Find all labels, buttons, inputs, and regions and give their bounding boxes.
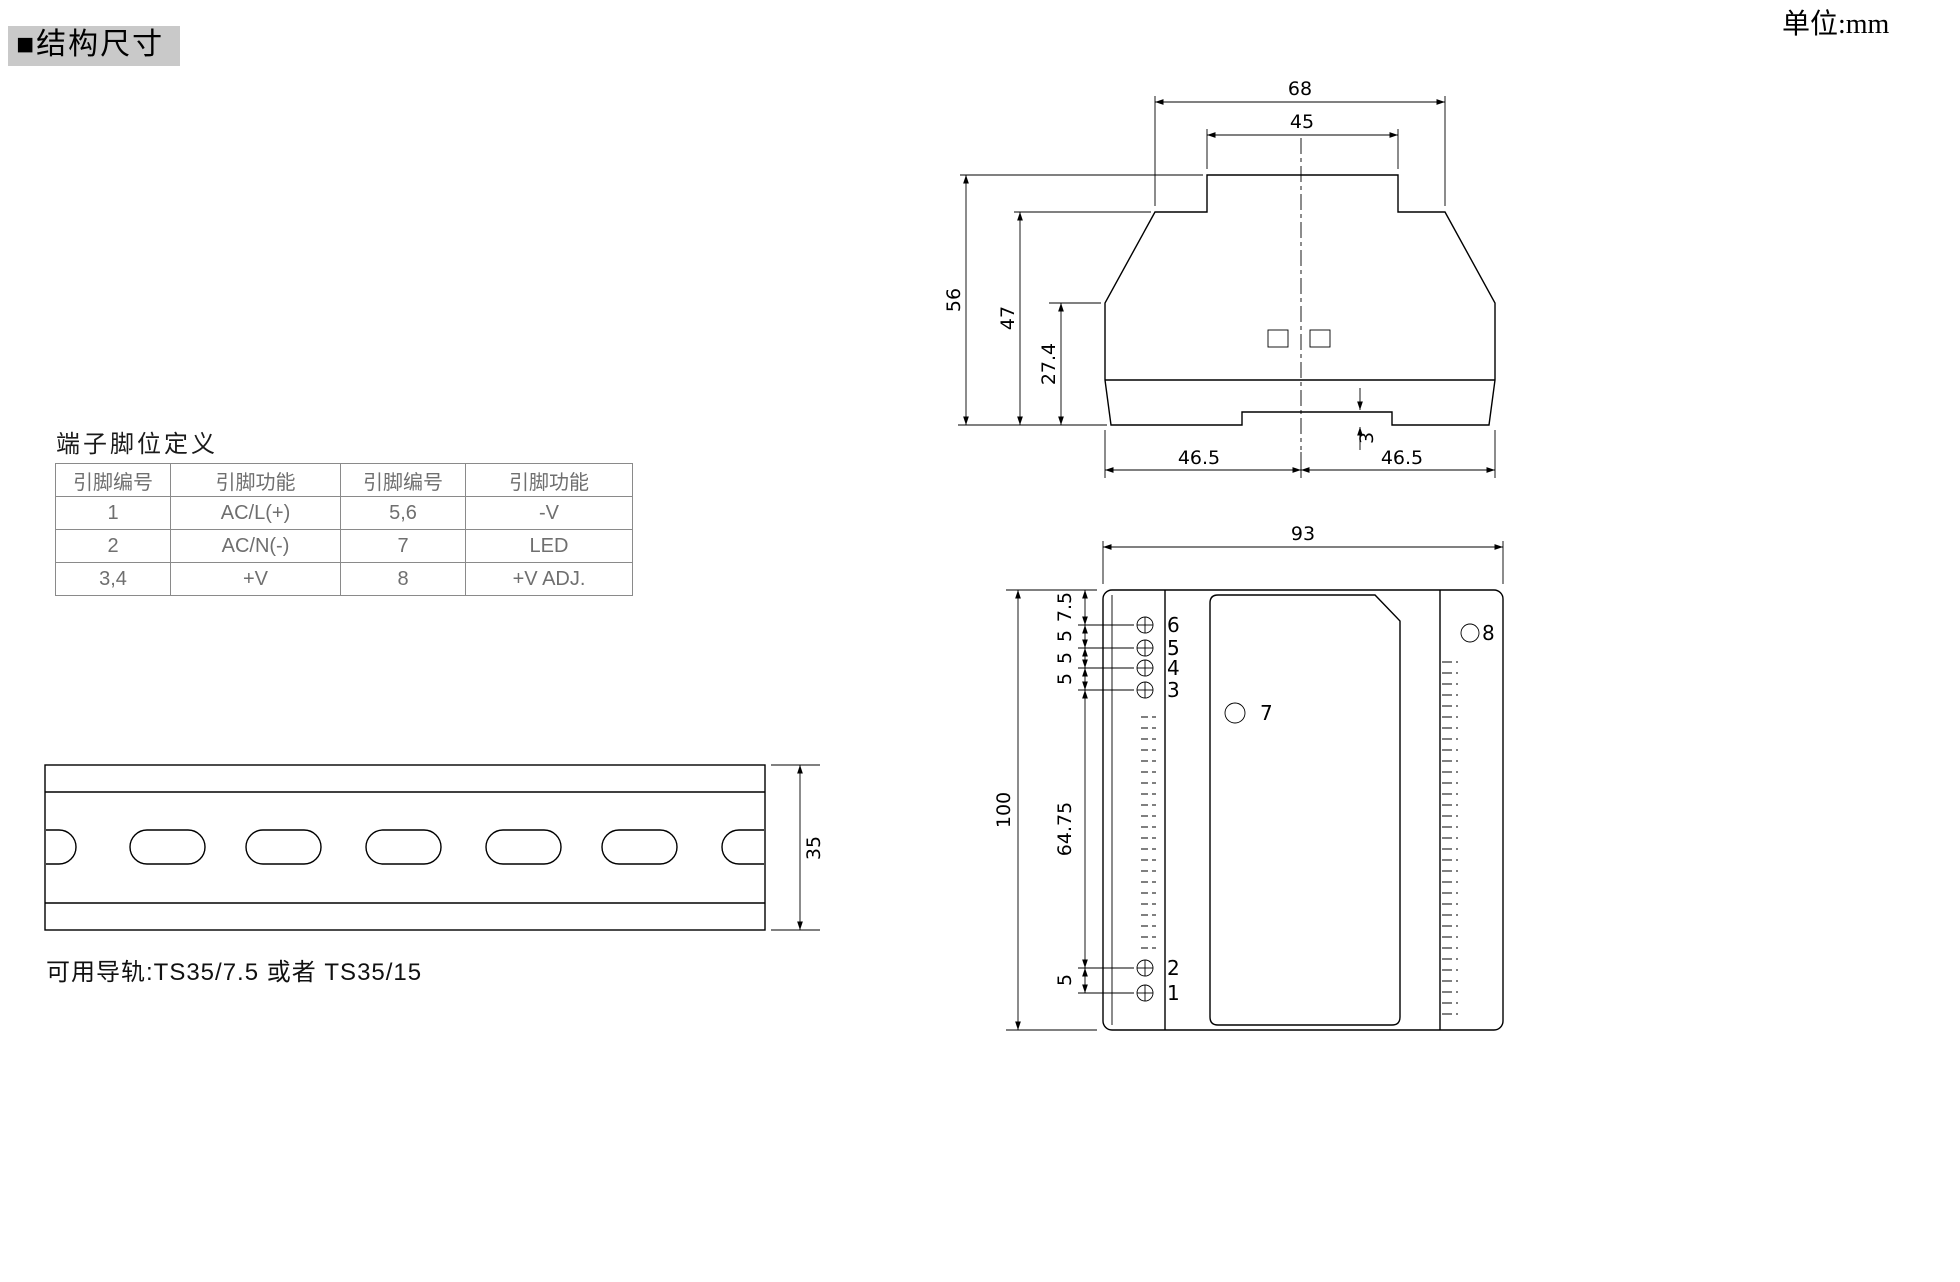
dim-46-5-left-label: 46.5	[1178, 447, 1220, 469]
pin-cell: AC/N(-)	[170, 529, 341, 563]
pin-header-cell: 引脚功能	[465, 463, 633, 497]
side-view-drawing: 68 45 56 47 27.4 46.5 46.5 3	[943, 78, 1496, 478]
terminal-screw-4	[1136, 659, 1154, 677]
terminal-screw-1	[1136, 984, 1154, 1002]
pin-cell: 5,6	[340, 496, 466, 530]
dim-47-label: 47	[997, 306, 1019, 330]
terminal-screws	[1136, 616, 1480, 1002]
vent-square-left	[1267, 329, 1289, 348]
pin-cell: 3,4	[55, 562, 171, 596]
table-row: 2 AC/N(-) 7 LED	[55, 529, 633, 563]
pin-header-cell: 引脚功能	[170, 463, 341, 497]
front-view-labels: 93 100 7.5 5 5 5 64.75 5	[993, 523, 1315, 986]
pin-header-cell: 引脚编号	[55, 463, 171, 497]
pin-cell: -V	[465, 496, 633, 530]
dim-93-label: 93	[1291, 523, 1315, 545]
pin-cell: AC/L(+)	[170, 496, 341, 530]
table-row: 1 AC/L(+) 5,6 -V	[55, 496, 633, 530]
side-view-outline	[1104, 138, 1496, 450]
vent-slots-right	[1442, 653, 1458, 1019]
dim-45-label: 45	[1290, 111, 1314, 133]
dim-3-label: 3	[1356, 432, 1378, 444]
front-view-drawing: 93 100 7.5 5 5 5 64.75 5 6 5 4 3 7 8 2 1	[993, 523, 1504, 1031]
pin-cell: +V	[170, 562, 341, 596]
dim-46-5-right-label: 46.5	[1381, 447, 1423, 469]
dim-64-75-label: 64.75	[1054, 802, 1076, 856]
pin-cell: +V ADJ.	[465, 562, 633, 596]
vent-slots-left	[1141, 715, 1156, 955]
front-view-outline	[1102, 589, 1504, 1031]
pin-header-cell: 引脚编号	[340, 463, 466, 497]
pin-cell: 1	[55, 496, 171, 530]
dim-5-bottom-label: 5	[1054, 974, 1076, 986]
pin-cell: LED	[465, 529, 633, 563]
dim-27-4-label: 27.4	[1038, 343, 1060, 385]
din-rail-drawing: 35	[44, 764, 825, 931]
pin-3-label: 3	[1167, 678, 1180, 702]
label-plate	[1209, 594, 1401, 1026]
pin-table: 引脚编号 引脚功能 引脚编号 引脚功能 1 AC/L(+) 5,6 -V 2 A…	[55, 463, 633, 596]
rail-slots	[46, 829, 764, 865]
dim-35-label: 35	[803, 836, 825, 860]
rail-dimension-lines	[771, 764, 820, 931]
vent-square-right	[1309, 329, 1331, 348]
table-header-row: 引脚编号 引脚功能 引脚编号 引脚功能	[55, 463, 633, 497]
side-view-labels: 68 45 56 47 27.4 46.5 46.5 3	[943, 78, 1423, 469]
pin-table-title: 端子脚位定义	[56, 431, 218, 458]
pin-5-label: 5	[1167, 636, 1180, 660]
dim-5-label-3: 5	[1054, 673, 1076, 685]
dim-5-label-2: 5	[1054, 652, 1076, 664]
pin-number-labels: 6 5 4 3 7 8 2 1	[1167, 613, 1495, 1005]
pin-8-label: 8	[1482, 621, 1495, 645]
rail-outline	[44, 764, 766, 931]
pin-cell: 2	[55, 529, 171, 563]
terminal-screw-5	[1136, 639, 1154, 657]
unit-label: 单位:mm	[1782, 9, 1890, 40]
dim-68-label: 68	[1288, 78, 1312, 100]
terminal-screw-6	[1136, 616, 1154, 634]
table-row: 3,4 +V 8 +V ADJ.	[55, 562, 633, 596]
pin-2-label: 2	[1167, 956, 1180, 980]
rail-note: 可用导轨:TS35/7.5 或者 TS35/15	[46, 959, 423, 986]
pin-1-label: 1	[1167, 981, 1180, 1005]
pin-cell: 7	[340, 529, 466, 563]
dim-5-label-1: 5	[1054, 630, 1076, 642]
side-view-dimension-lines	[958, 96, 1496, 478]
dim-100-label: 100	[993, 792, 1015, 828]
led-indicator-circle	[1224, 702, 1246, 724]
section-title: ■结构尺寸	[8, 26, 181, 66]
front-view-dimension-lines	[1006, 541, 1504, 1031]
pin-7-label: 7	[1260, 701, 1273, 725]
pin-cell: 8	[340, 562, 466, 596]
dim-7-5-label: 7.5	[1054, 592, 1076, 622]
case-body	[1102, 589, 1504, 1031]
pin-6-label: 6	[1167, 613, 1180, 637]
terminal-screw-3	[1136, 681, 1154, 699]
dim-56-label: 56	[943, 288, 965, 312]
voltage-adjust-circle	[1460, 623, 1480, 643]
terminal-screw-2	[1136, 959, 1154, 977]
pin-4-label: 4	[1167, 656, 1180, 680]
